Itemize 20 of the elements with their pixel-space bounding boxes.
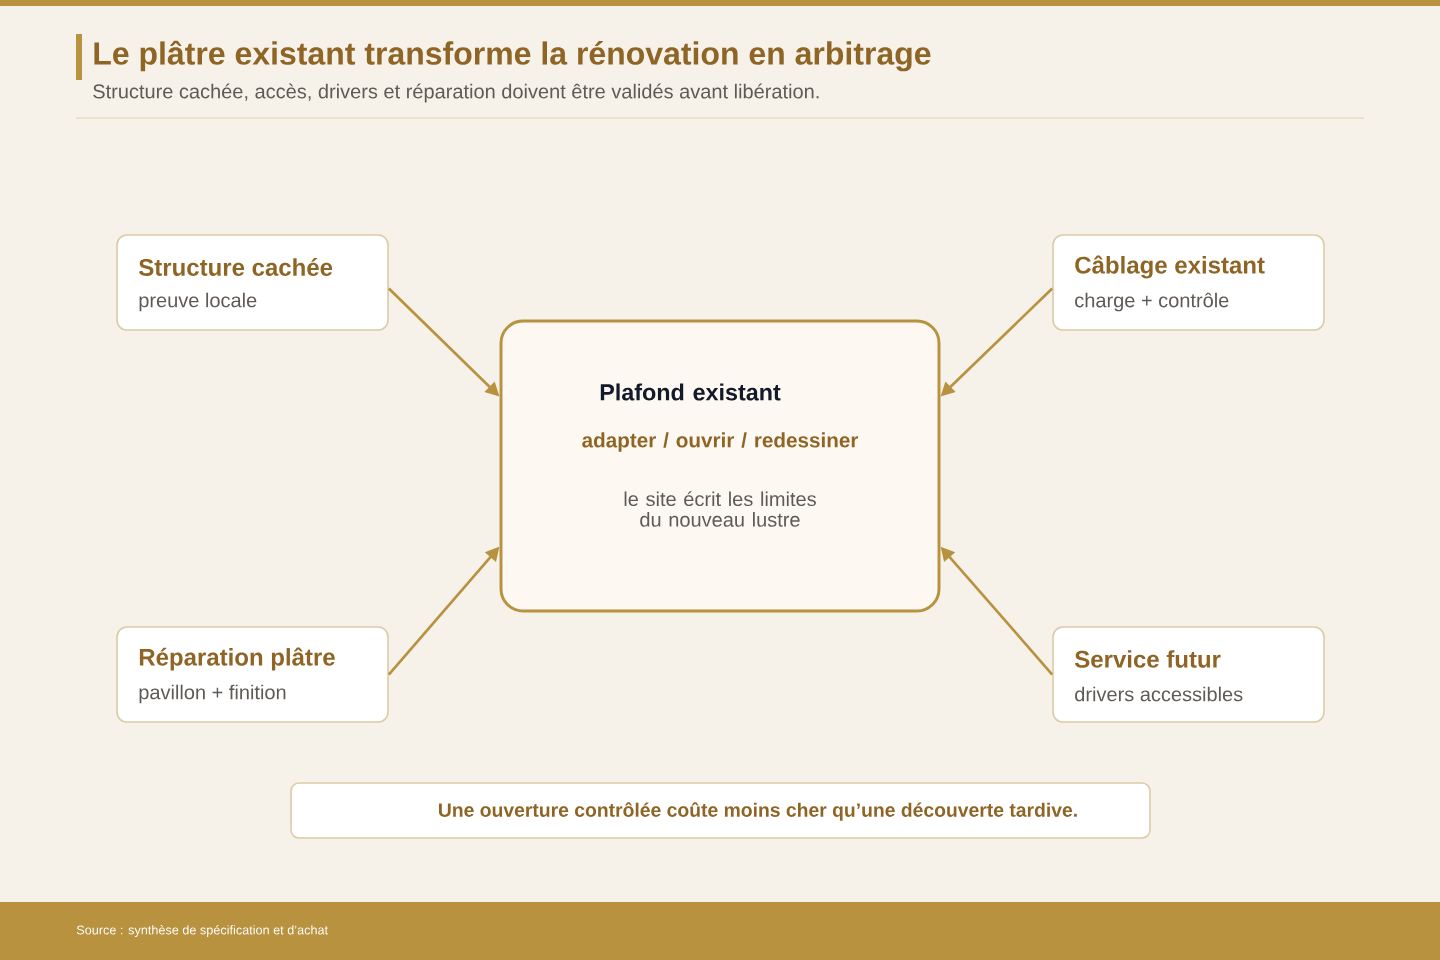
info-card [1052, 626, 1325, 723]
center-card [499, 319, 941, 613]
source-note: Source : synthèse de spécification et d’achat [76, 925, 328, 937]
info-card [1052, 234, 1325, 331]
card-title: Câblage existant [1075, 255, 1265, 279]
info-card [116, 626, 389, 723]
title: Le plâtre existant transforme la rénovation en arbitrage [94, 40, 931, 72]
card-subtitle: charge + contrôle [1075, 292, 1229, 312]
card-subtitle: preuve locale [139, 292, 257, 312]
card-title: Réparation plâtre [139, 647, 335, 671]
card-title: Structure cachée [138, 258, 333, 276]
center-heading: Plafond existant [600, 383, 781, 401]
center-note: le site écrit les limites du nouveau lustre [624, 491, 816, 527]
center-subheading: adapter / ouvrir / redessiner [582, 432, 859, 452]
subtitle: Structure cachée, accès, drivers et réparation doivent être validés avant libération. [93, 83, 819, 103]
card-subtitle: drivers accessibles [1075, 686, 1243, 702]
card-subtitle: pavillon + finition [139, 684, 286, 704]
info-card [116, 234, 389, 331]
takeaway-banner: Une ouverture contrôlée coûte moins cher qu’une découverte tardive. [290, 782, 1151, 839]
card-title: Service futur [1074, 650, 1221, 668]
